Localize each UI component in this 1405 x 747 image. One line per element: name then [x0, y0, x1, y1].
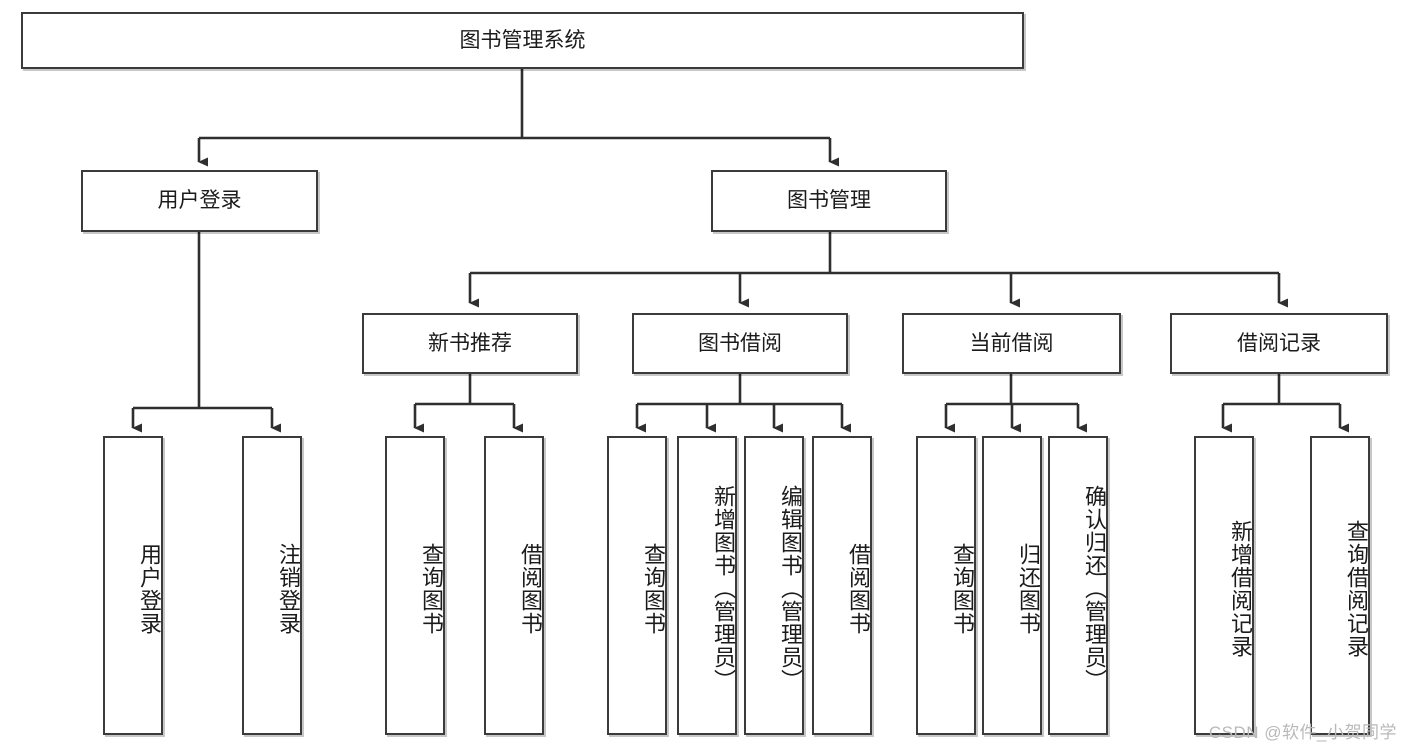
node-label: 归还图书 — [1016, 542, 1041, 635]
node-label: 确认归还（管理员） — [1082, 485, 1107, 692]
node-label: 图书借阅 — [698, 331, 782, 355]
node-label: 新增借阅记录 — [1228, 519, 1253, 658]
node-label: 当前借阅 — [969, 331, 1054, 355]
node-book-management[interactable]: 图书管理 — [711, 170, 947, 232]
node-label: 注销登录 — [276, 542, 301, 635]
leaf-query-book-current[interactable]: 查询图书 — [916, 436, 976, 735]
leaf-add-book-admin[interactable]: 新增图书（管理员） — [677, 436, 737, 735]
node-label: 查询图书 — [641, 542, 666, 635]
csdn-watermark: CSDN @软件_小贺同学 — [1208, 723, 1397, 742]
node-label: 借阅图书 — [846, 542, 871, 635]
leaf-confirm-return-admin[interactable]: 确认归还（管理员） — [1048, 436, 1108, 735]
node-label: 图书管理系统 — [459, 28, 586, 52]
node-borrow-record[interactable]: 借阅记录 — [1170, 313, 1388, 374]
node-label: 新增图书（管理员） — [711, 485, 736, 692]
node-user-login[interactable]: 用户登录 — [81, 170, 318, 232]
node-label: 借阅记录 — [1237, 331, 1321, 355]
leaf-add-borrow-record[interactable]: 新增借阅记录 — [1194, 436, 1254, 735]
leaf-query-borrow-record[interactable]: 查询借阅记录 — [1310, 436, 1370, 735]
leaf-borrow-book-recommend[interactable]: 借阅图书 — [484, 436, 544, 735]
node-root-system[interactable]: 图书管理系统 — [21, 12, 1024, 69]
leaf-user-login[interactable]: 用户登录 — [103, 436, 163, 735]
node-label: 用户登录 — [137, 542, 162, 635]
node-current-borrow[interactable]: 当前借阅 — [902, 313, 1121, 374]
leaf-borrow-book[interactable]: 借阅图书 — [812, 436, 872, 735]
leaf-query-book-recommend[interactable]: 查询图书 — [385, 436, 445, 735]
leaf-edit-book-admin[interactable]: 编辑图书（管理员） — [744, 436, 804, 735]
node-new-book-recommend[interactable]: 新书推荐 — [362, 313, 578, 374]
leaf-logout[interactable]: 注销登录 — [242, 436, 302, 735]
node-label: 新书推荐 — [428, 331, 512, 355]
node-label: 图书管理 — [787, 189, 871, 213]
node-book-borrow[interactable]: 图书借阅 — [632, 313, 848, 374]
leaf-return-book[interactable]: 归还图书 — [982, 436, 1042, 735]
node-label: 查询图书 — [419, 542, 444, 635]
node-label: 编辑图书（管理员） — [778, 485, 803, 692]
node-label: 用户登录 — [157, 189, 242, 213]
node-label: 查询图书 — [950, 542, 975, 635]
node-label: 借阅图书 — [518, 542, 543, 635]
node-label: 查询借阅记录 — [1344, 519, 1369, 658]
leaf-query-book-borrow[interactable]: 查询图书 — [607, 436, 667, 735]
